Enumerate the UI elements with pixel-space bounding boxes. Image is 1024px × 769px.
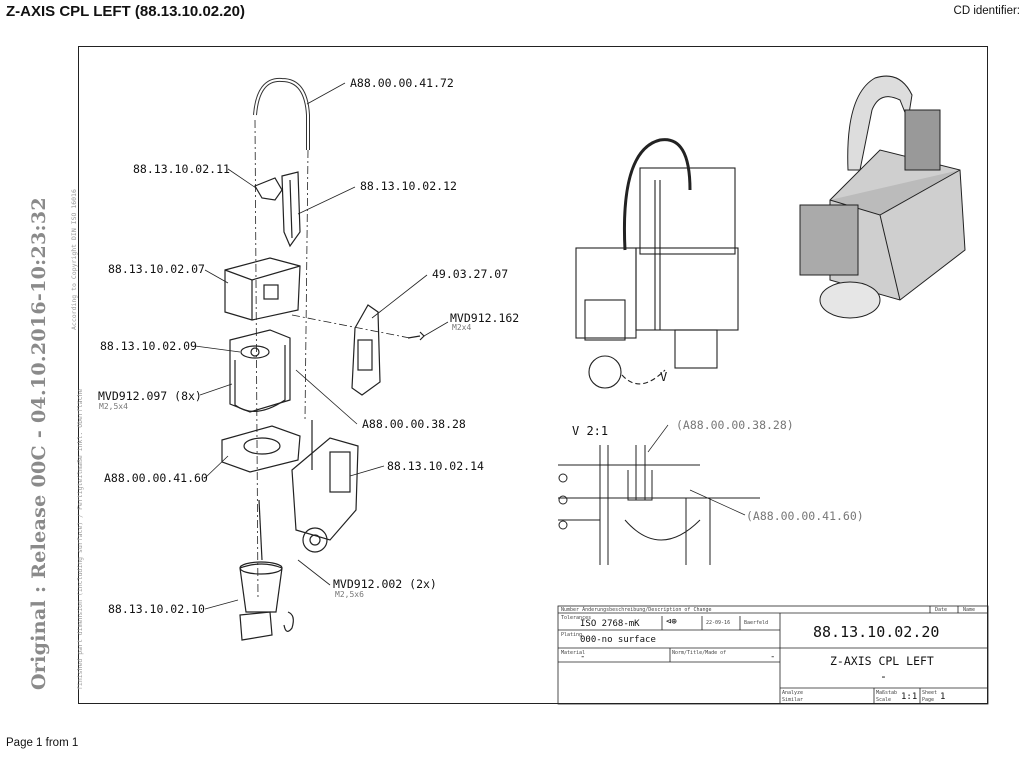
detail-ref-4160: (A88.00.00.41.60) xyxy=(746,509,864,523)
callout-plate-4160: A88.00.00.41.60 xyxy=(104,471,208,485)
scale-label: Maßstab xyxy=(876,690,898,696)
change-header: Number Änderungsbeschreibung/Description… xyxy=(561,607,712,613)
material-value: - xyxy=(580,652,586,662)
date-header: Date xyxy=(935,607,948,613)
view-marker: V xyxy=(660,370,668,384)
similar-label: Similar xyxy=(782,697,804,703)
draw-author: Baerfeld xyxy=(744,620,769,626)
callout-block-07: 88.13.10.02.07 xyxy=(108,262,205,276)
callout-screw-097-size: M2,5x4 xyxy=(99,402,128,411)
tolerance-value: ISO 2768-mK xyxy=(580,619,640,629)
scale-value: 1:1 xyxy=(901,692,918,702)
drawing-name-secondary: - xyxy=(880,669,887,683)
detail-view-title: V 2:1 xyxy=(572,424,609,438)
callout-motor-09: 88.13.10.02.09 xyxy=(100,339,197,353)
callout-bracket-11: 88.13.10.02.11 xyxy=(133,162,230,176)
callout-cup-10: 88.13.10.02.10 xyxy=(108,602,205,616)
sheet-value: 1 xyxy=(940,692,946,702)
sheet-label: Sheet xyxy=(922,690,938,696)
drawing-sheet-border xyxy=(78,46,988,704)
detail-ref-3828: (A88.00.00.38.28) xyxy=(676,418,794,432)
callout-screw-162: MVD912.162 xyxy=(450,311,520,325)
title-block: Number Änderungsbeschreibung/Description… xyxy=(558,606,988,704)
callout-screw-002: MVD912.002 (2x) xyxy=(333,577,437,591)
surface-value: 000-no surface xyxy=(580,635,656,645)
callout-hose: A88.00.00.41.72 xyxy=(350,76,454,90)
cd-identifier: CD identifier: xyxy=(953,5,1020,17)
callout-pcb: 49.03.27.07 xyxy=(432,267,509,281)
callout-bracket-12: 88.13.10.02.12 xyxy=(360,179,457,193)
sheet-label-en: Page xyxy=(922,697,935,703)
document-title: Z-AXIS CPL LEFT (88.13.10.02.20) xyxy=(6,3,245,20)
callout-screw-097: MVD912.097 (8x) xyxy=(98,389,202,403)
callout-housing-14: 88.13.10.02.14 xyxy=(387,459,484,473)
scale-label-en: Scale xyxy=(876,697,892,703)
analyze-label: Analyze xyxy=(782,690,804,696)
callout-screw-162-size: M2x4 xyxy=(452,323,472,332)
page-indicator: Page 1 from 1 xyxy=(6,737,79,749)
plating-label: Plating xyxy=(561,632,583,638)
callout-shaft-3828: A88.00.00.38.28 xyxy=(362,417,466,431)
norm-label: Norm/Title/Made of xyxy=(672,650,727,656)
drawing-number: 88.13.10.02.20 xyxy=(813,623,940,641)
callout-screw-002-size: M2,5x6 xyxy=(335,590,364,599)
material-label: Material xyxy=(561,650,586,656)
drawing-name: Z-AXIS CPL LEFT xyxy=(830,654,934,668)
draw-date: 22-09-16 xyxy=(706,620,731,626)
projection-icon: ⊲⊕ xyxy=(666,617,677,627)
norm-value: - xyxy=(770,652,776,662)
tolerances-label: Tolerances xyxy=(561,615,592,621)
name-header: Name xyxy=(963,607,976,613)
